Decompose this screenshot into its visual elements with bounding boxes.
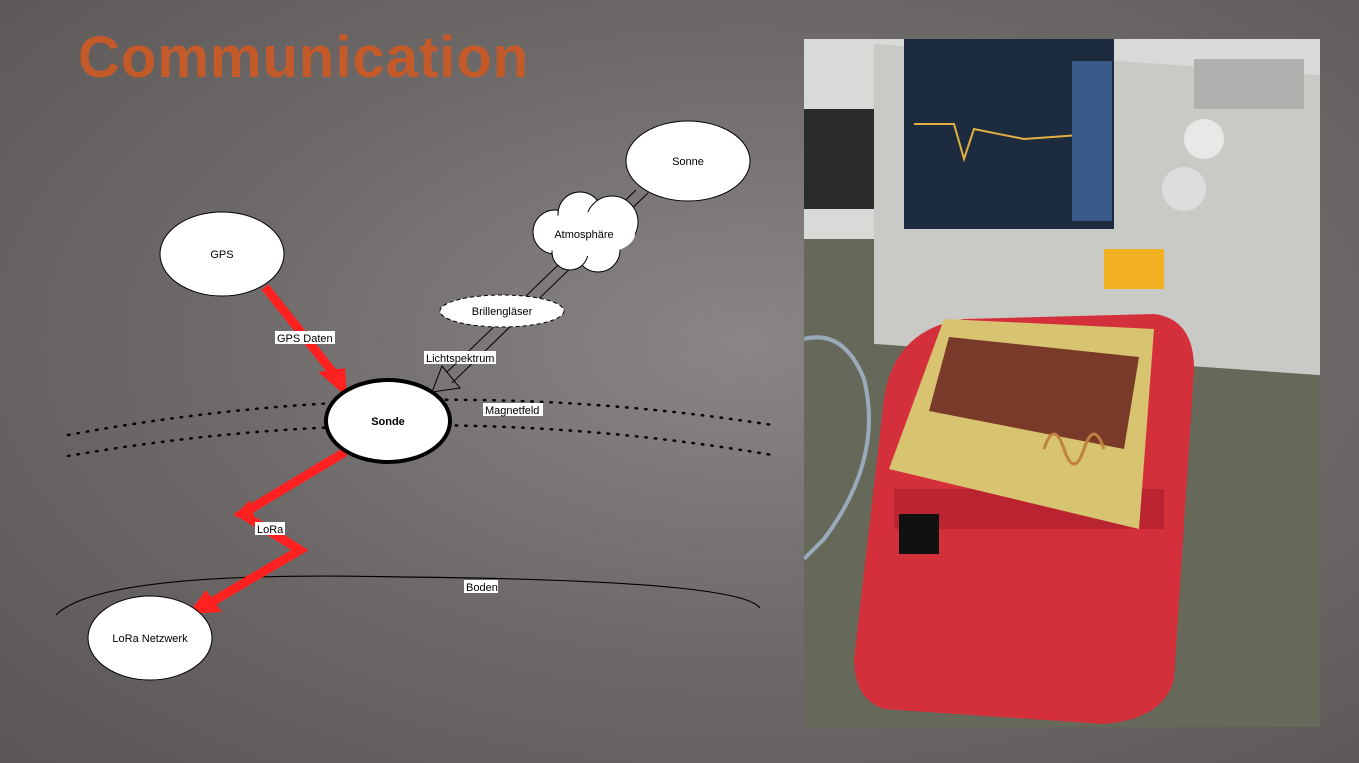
node-brillenglaeser-label: Brillengläser <box>472 306 533 318</box>
edge-label-lichtspektrum: Lichtspektrum <box>426 353 494 365</box>
photo-illustration <box>804 39 1320 727</box>
node-sonde <box>324 378 452 464</box>
node-sonne-label: Sonne <box>672 156 704 168</box>
slide-title: Communication <box>78 25 530 90</box>
communication-diagram: Sonne Atmosphäre Brillengläser GPS Sonde… <box>55 120 774 681</box>
edge-label-boden: Boden <box>466 582 498 594</box>
node-gps-label: GPS <box>210 249 233 261</box>
node-atmosphaere-label: Atmosphäre <box>554 229 613 241</box>
node-atmosphaere-cloud <box>532 191 639 273</box>
node-sonde-label: Sonde <box>371 416 405 428</box>
edge-label-gps-daten: GPS Daten <box>277 333 333 345</box>
node-brillenglaeser <box>439 294 565 328</box>
node-sonne <box>625 120 751 202</box>
photo-sonde-hardware <box>804 39 1320 727</box>
node-lora-netzwerk <box>87 595 213 681</box>
node-lora-netzwerk-label: LoRa Netzwerk <box>112 633 188 645</box>
edge-label-magnetfeld: Magnetfeld <box>485 405 539 417</box>
boden-line <box>55 575 761 616</box>
node-gps <box>159 211 285 297</box>
edge-label-lora: LoRa <box>257 524 284 536</box>
